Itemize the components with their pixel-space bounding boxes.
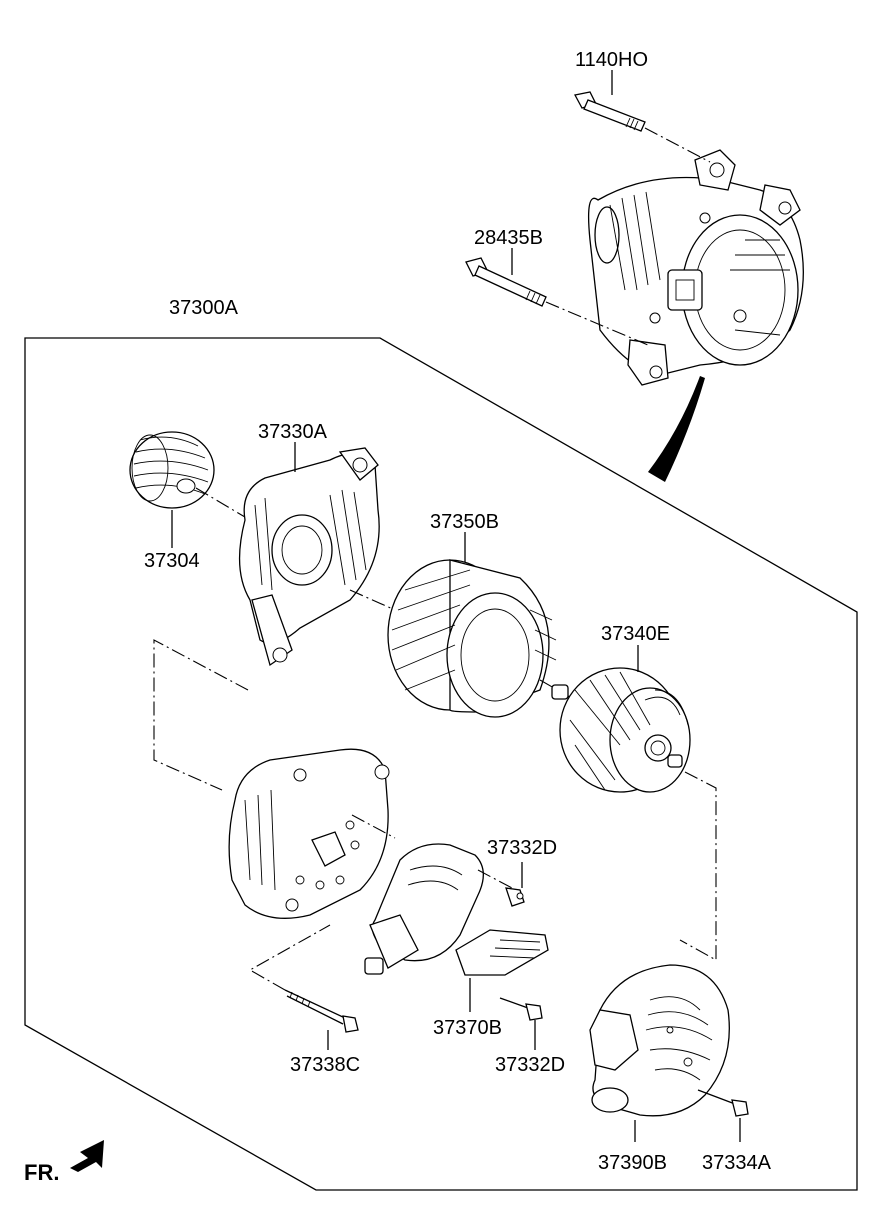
rectifier-drawing	[364, 843, 549, 976]
alternator-assembly-drawing	[587, 149, 804, 386]
label-37334a: 37334A	[702, 1152, 772, 1174]
bolt-1140ho-drawing	[574, 91, 646, 132]
assembly-boundary	[24, 337, 858, 1191]
label-1140ho: 1140HO	[575, 49, 648, 71]
through-bolt-drawing	[284, 989, 359, 1033]
label-37304: 37304	[144, 550, 200, 572]
stator-drawing	[387, 559, 557, 718]
label-37390b: 37390B	[598, 1152, 667, 1174]
label-28435b: 28435B	[474, 227, 543, 249]
front-direction-arrow	[70, 1140, 104, 1172]
rear-cover-drawing	[589, 964, 730, 1117]
assembly-arrow	[648, 376, 705, 482]
label-37330a: 37330A	[258, 421, 328, 443]
direction-label: FR.	[24, 1160, 59, 1185]
nut-lower-drawing	[499, 997, 543, 1021]
label-37300a: 37300A	[169, 297, 239, 319]
nut-upper-drawing	[505, 887, 525, 907]
label-37370b: 37370B	[433, 1017, 502, 1039]
front-bracket-drawing	[238, 447, 380, 667]
label-37332d-upper: 37332D	[487, 837, 557, 859]
label-37332d-lower: 37332D	[495, 1054, 565, 1076]
label-37340e: 37340E	[601, 623, 670, 645]
bolt-28435b-drawing	[465, 257, 547, 307]
rotor-drawing	[551, 667, 691, 793]
label-37350b: 37350B	[430, 511, 499, 533]
pulley-drawing	[129, 431, 215, 509]
label-37338c: 37338C	[290, 1054, 360, 1076]
rear-bracket-drawing	[228, 748, 390, 919]
cover-bolt-drawing	[697, 1089, 749, 1117]
